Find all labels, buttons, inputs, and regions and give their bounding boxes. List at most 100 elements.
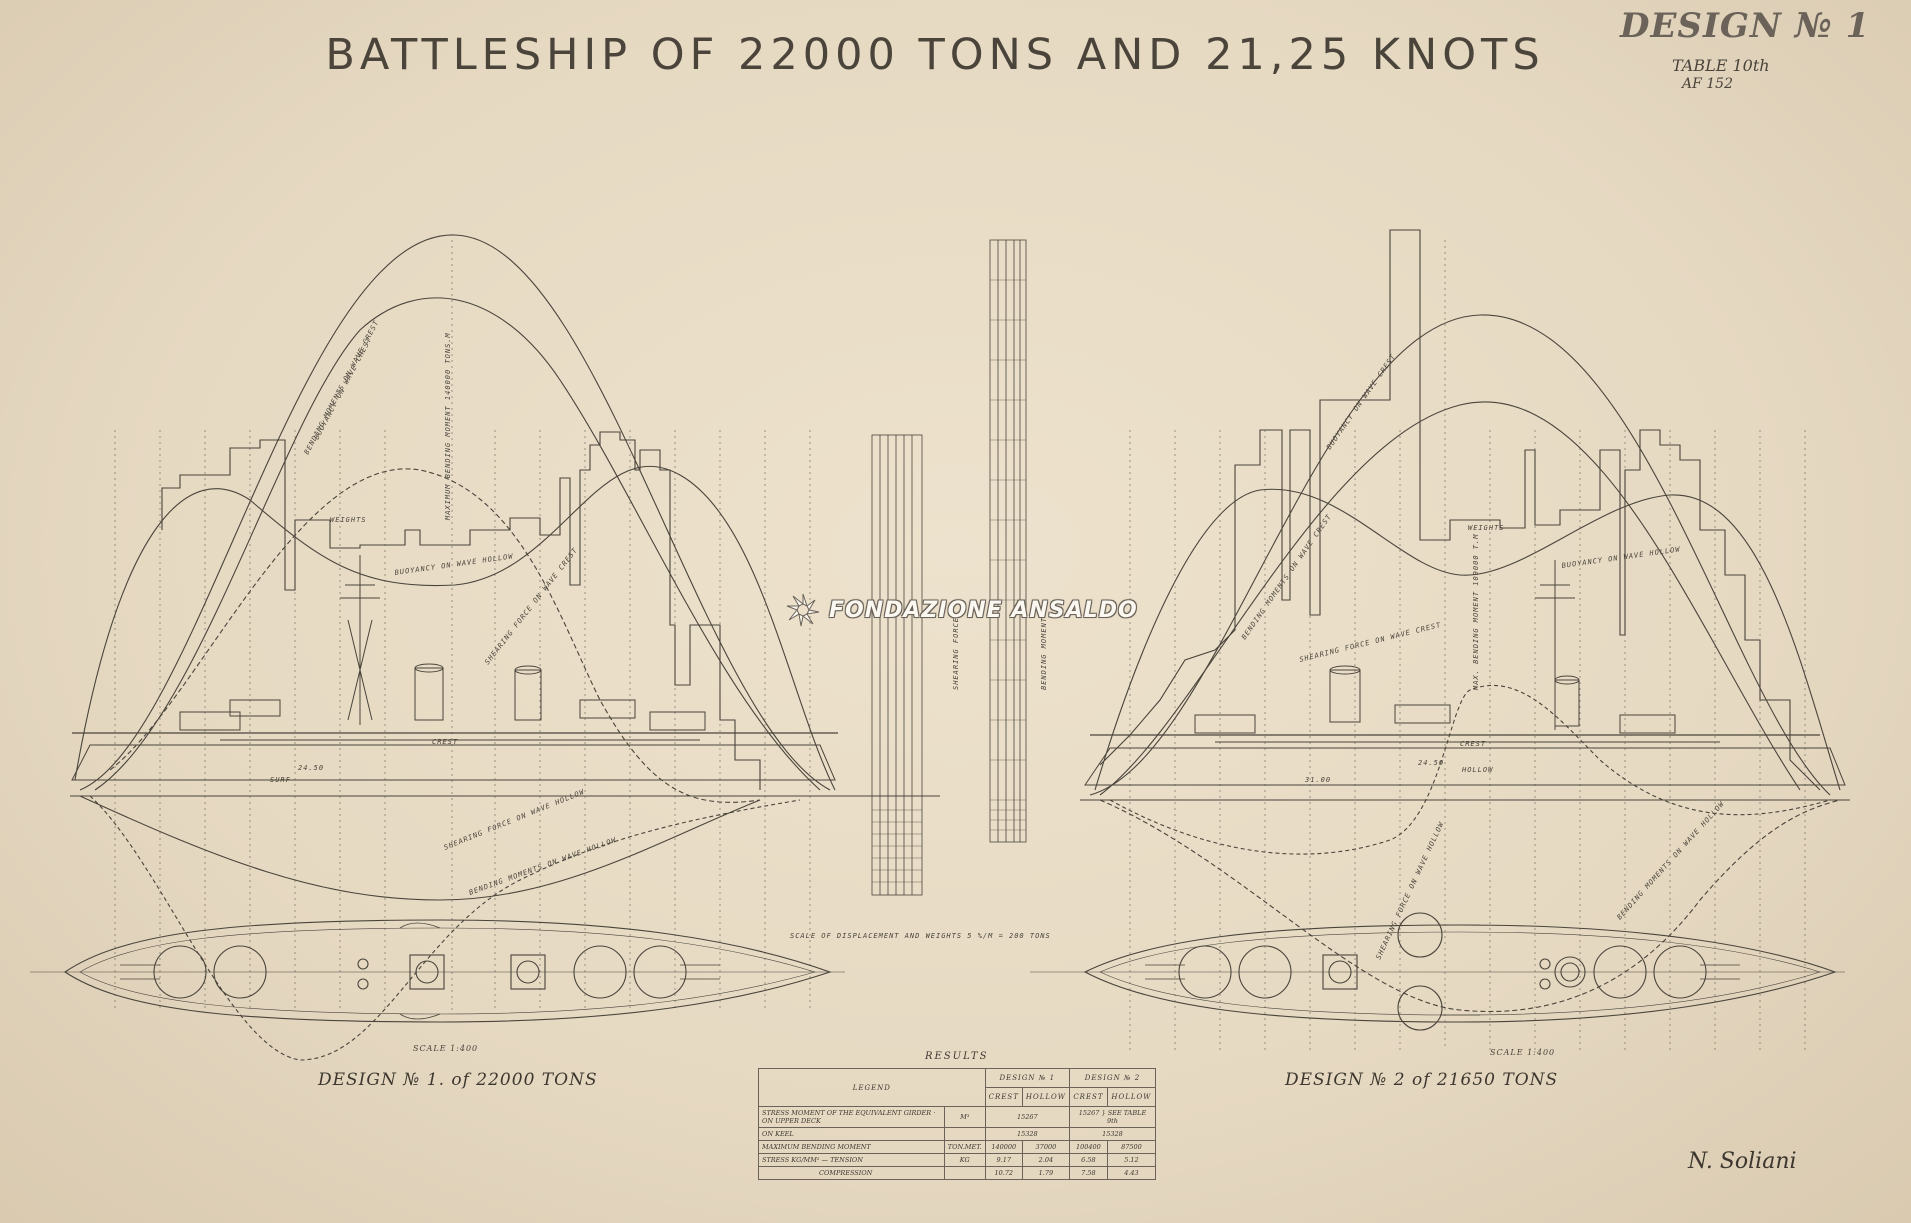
d2-dim-2: 31.00 bbox=[1304, 776, 1331, 784]
design2-bending-hollow bbox=[1099, 799, 1841, 1013]
d2-label-weights: WEIGHTS bbox=[1468, 524, 1505, 532]
d1-label-shearing-crest: SHEARING FORCE ON WAVE CREST bbox=[483, 546, 579, 666]
design1-diagram bbox=[30, 234, 860, 1061]
design1-weights-curve bbox=[161, 431, 761, 790]
table-row: STRESS MOMENT OF THE EQUIVALENT GIRDER ·… bbox=[758, 1106, 1157, 1128]
upper-deck-label: ON UPPER DECK bbox=[762, 1117, 821, 1125]
design2-buoyancy-crest bbox=[1099, 401, 1801, 796]
design2-bending-crest bbox=[1089, 314, 1831, 796]
design2-ship-profile bbox=[1084, 560, 1846, 786]
on-keel-label: ON KEEL bbox=[758, 1127, 945, 1141]
table-row: ON KEEL 15328 15328 bbox=[758, 1127, 1157, 1141]
see-table-note: SEE TABLE 9th bbox=[1107, 1109, 1147, 1125]
value-cell: 15267 } SEE TABLE 9th bbox=[1068, 1106, 1157, 1128]
d1-label-weights: WEIGHTS bbox=[330, 516, 367, 524]
design2-caption: DESIGN № 2 of 21650 TONS bbox=[1285, 1070, 1559, 1090]
design2-weights-curve bbox=[1099, 229, 1821, 791]
design1-header: DESIGN № 1 bbox=[984, 1068, 1070, 1088]
design-number: DESIGN № 1 bbox=[1620, 6, 1871, 46]
legend-header: LEGEND bbox=[758, 1068, 986, 1107]
value-cell: 2.04 bbox=[1021, 1153, 1070, 1167]
d1-label-bending-hollow: BENDING MOMENTS ON WAVE HOLLOW bbox=[468, 836, 618, 897]
page-title: BATTLESHIP OF 22000 TONS AND 21,25 KNOTS bbox=[325, 30, 1545, 80]
d2-label-buoyancy-crest: BUOYANCY ON WAVE CREST bbox=[1325, 353, 1397, 452]
design2-scale: SCALE 1:400 bbox=[1490, 1048, 1556, 1057]
stress-label: STRESS bbox=[762, 1156, 790, 1164]
d2-label-hollow: HOLLOW bbox=[1461, 766, 1493, 774]
design1-caption: DESIGN № 1. of 22000 TONS bbox=[318, 1070, 598, 1090]
archive-reference: AF 152 bbox=[1682, 76, 1733, 92]
unit-cell: M³ bbox=[943, 1106, 986, 1128]
design1-scale: SCALE 1:400 bbox=[413, 1044, 479, 1053]
value-cell: 6.58 bbox=[1068, 1153, 1108, 1167]
d2-label-bending-crest: BENDING MOMENTS ON WAVE CREST bbox=[1240, 513, 1333, 641]
design2-diagram bbox=[1030, 229, 1850, 1050]
results-table: LEGEND DESIGN № 1 DESIGN № 2 CREST HOLLO… bbox=[758, 1068, 1157, 1180]
value-cell: 87500 bbox=[1106, 1140, 1157, 1154]
bending-scale-label: BENDING MOMENT bbox=[1040, 617, 1048, 690]
tension-label: TENSION bbox=[830, 1156, 863, 1164]
fondazione-logo-icon bbox=[786, 593, 820, 627]
table-row: MAXIMUM BENDING MOMENT TON.MET. 140000 3… bbox=[758, 1140, 1157, 1154]
value-cell: 37000 bbox=[1021, 1140, 1070, 1154]
signature: N. Soliani bbox=[1688, 1149, 1797, 1174]
design1-shearing-crest bbox=[109, 468, 761, 803]
value-cell: 9.17 bbox=[984, 1153, 1023, 1167]
design1-ship-profile bbox=[71, 555, 836, 781]
crest-header-2: CREST bbox=[1068, 1087, 1108, 1107]
value-cell: 10.72 bbox=[984, 1166, 1023, 1180]
design2-buoyancy-hollow bbox=[1094, 488, 1841, 791]
stress-moment-label: STRESS MOMENT OF THE EQUIVALENT GIRDER bbox=[762, 1109, 932, 1117]
stress-unit: KG/MM² bbox=[791, 1156, 820, 1164]
design1-buoyancy-hollow bbox=[74, 466, 836, 791]
displacement-scale-note: SCALE OF DISPLACEMENT AND WEIGHTS 5 %/M … bbox=[790, 932, 1051, 940]
design2-header: DESIGN № 2 bbox=[1068, 1068, 1157, 1088]
d1-label-shearing-hollow: SHEARING FORCE ON WAVE HOLLOW bbox=[443, 788, 586, 852]
unit-cell bbox=[943, 1127, 986, 1141]
value-cell: 15328 bbox=[1068, 1127, 1157, 1141]
value-cell: 4.43 bbox=[1106, 1166, 1157, 1180]
d1-dim-1: 24.50 bbox=[298, 764, 324, 772]
row-label: STRESS KG/MM² — TENSION bbox=[758, 1153, 945, 1167]
hollow-header-2: HOLLOW bbox=[1106, 1087, 1157, 1107]
results-title: RESULTS bbox=[925, 1051, 989, 1062]
unit-cell: TON.MET. bbox=[943, 1140, 986, 1154]
design1-plan-view bbox=[30, 919, 845, 1023]
table-row: STRESS KG/MM² — TENSION KG 9.17 2.04 6.5… bbox=[758, 1153, 1157, 1167]
design2-shearing-hollow bbox=[1109, 684, 1831, 855]
d1-label-max-bending: MAXIMUM BENDING MOMENT 140000 TONS.M bbox=[444, 332, 452, 521]
d1-label-surf: SURF bbox=[270, 776, 291, 784]
watermark: FONDAZIONE ANSALDO bbox=[785, 592, 1138, 628]
d2-label-shearing-crest: SHEARING FORCE ON WAVE CREST bbox=[1299, 621, 1443, 664]
design1-bending-hollow bbox=[79, 795, 761, 901]
watermark-text: FONDAZIONE ANSALDO bbox=[829, 597, 1138, 623]
d2-label-max-bending: MAX. BENDING MOMENT 109000 T.M bbox=[1472, 534, 1480, 691]
value-cell: 5.12 bbox=[1106, 1153, 1157, 1167]
value-cell: 15328 bbox=[984, 1127, 1070, 1141]
table-header-row: LEGEND DESIGN № 1 DESIGN № 2 bbox=[758, 1068, 1157, 1107]
table-row: COMPRESSION 10.72 1.79 7.58 4.43 bbox=[758, 1166, 1157, 1180]
d1-label-crest: CREST bbox=[432, 738, 458, 746]
d2-label-bending-hollow: BENDING MOMENTS ON WAVE HOLLOW bbox=[1616, 800, 1727, 922]
value-cell: 7.58 bbox=[1068, 1166, 1108, 1180]
hollow-header: HOLLOW bbox=[1021, 1087, 1070, 1107]
unit-cell bbox=[943, 1166, 986, 1180]
shearing-scale bbox=[860, 434, 940, 896]
table-reference: TABLE 10th bbox=[1672, 56, 1770, 75]
crest-header: CREST bbox=[984, 1087, 1023, 1107]
d2-label-crest: CREST bbox=[1460, 740, 1486, 748]
d2-label-shearing-hollow: SHEARING FORCE ON WAVE HOLLOW bbox=[1375, 820, 1446, 960]
d2-dim-1: 24.50 bbox=[1418, 759, 1444, 767]
value-cell: 15267 bbox=[984, 1106, 1070, 1128]
unit-cell: KG bbox=[943, 1153, 986, 1167]
max-bending-label: MAXIMUM BENDING MOMENT bbox=[758, 1140, 945, 1154]
design1-buoyancy-crest bbox=[94, 297, 821, 791]
compression-label: COMPRESSION bbox=[758, 1166, 945, 1180]
design1-shearing-hollow bbox=[89, 795, 801, 1061]
value-cell: 140000 bbox=[984, 1140, 1023, 1154]
shearing-scale-label: SHEARING FORCE bbox=[952, 617, 960, 690]
d2-label-buoyancy-hollow: BUOYANCY ON WAVE HOLLOW bbox=[1561, 545, 1681, 570]
value-cell: 1.79 bbox=[1021, 1166, 1070, 1180]
